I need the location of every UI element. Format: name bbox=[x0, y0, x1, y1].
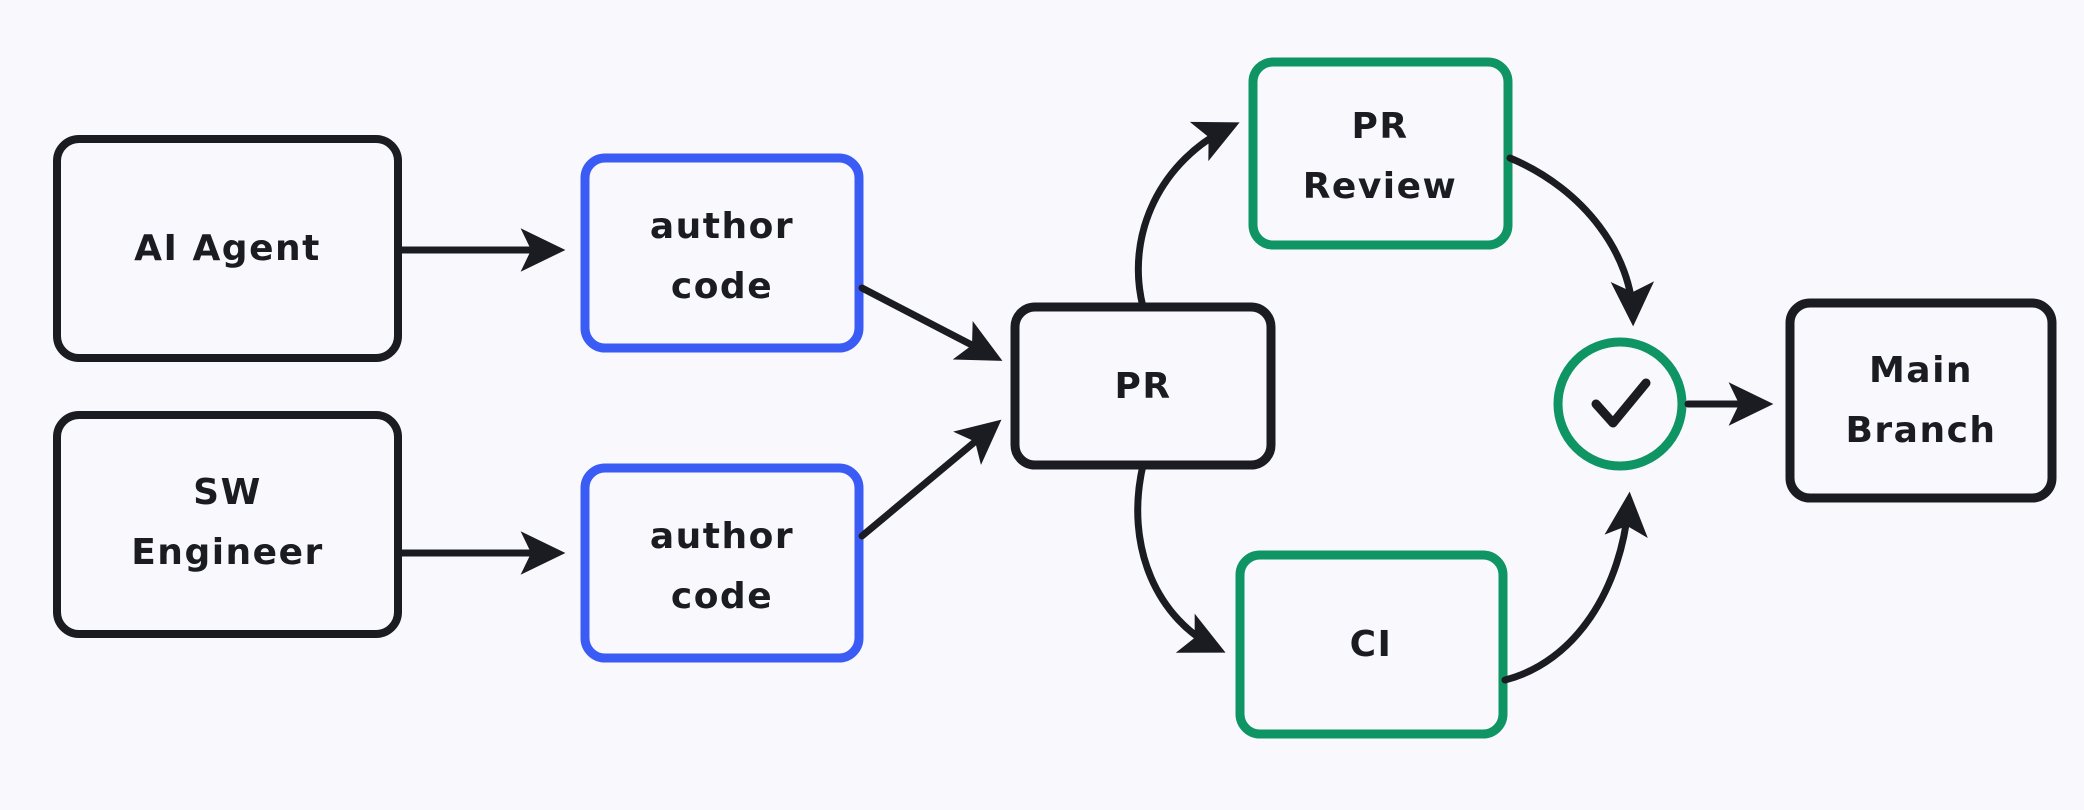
merge-check-badge[interactable] bbox=[1553, 337, 1687, 471]
check-circle[interactable] bbox=[1553, 337, 1687, 471]
edge-pr-to-pr-review bbox=[1134, 121, 1240, 311]
node-author-code-engineer-label-line1: author bbox=[650, 516, 794, 557]
node-sw-engineer-label-line2: Engineer bbox=[131, 532, 324, 573]
edge-pr-review-to-check bbox=[1506, 154, 1655, 327]
node-ci-label: CI bbox=[1350, 624, 1393, 665]
edge-pr-to-ci bbox=[1134, 461, 1226, 653]
edge-author-code-engineer-to-pr bbox=[858, 419, 1002, 540]
node-author-code-engineer-box[interactable] bbox=[580, 463, 864, 663]
node-author-code-engineer-label-line2: code bbox=[671, 576, 773, 617]
node-pr-label: PR bbox=[1114, 366, 1171, 407]
node-sw-engineer[interactable]: SW Engineer bbox=[53, 411, 402, 638]
node-main-branch-label-line1: Main bbox=[1869, 350, 1973, 391]
node-ci-box[interactable] bbox=[1235, 550, 1508, 739]
edge-layer-over bbox=[396, 154, 1774, 684]
edge-layer-under bbox=[1134, 121, 1240, 653]
node-pr-review-box[interactable] bbox=[1248, 57, 1513, 250]
node-author-code-agent-label-line1: author bbox=[650, 206, 794, 247]
node-pr[interactable]: PR bbox=[1010, 302, 1276, 470]
node-ci[interactable]: CI bbox=[1235, 550, 1508, 739]
node-author-code-engineer[interactable]: author code bbox=[580, 463, 864, 663]
node-sw-engineer-box[interactable] bbox=[53, 411, 402, 638]
node-pr-review-label-line2: Review bbox=[1303, 166, 1458, 207]
node-main-branch-box[interactable] bbox=[1785, 298, 2057, 503]
edge-ci-to-check bbox=[1501, 491, 1648, 684]
edge-author-code-agent-to-pr bbox=[858, 284, 1003, 361]
node-author-code-agent-label-line2: code bbox=[671, 266, 773, 307]
node-pr-review[interactable]: PR Review bbox=[1248, 57, 1513, 250]
node-sw-engineer-label-line1: SW bbox=[193, 472, 262, 513]
node-pr-review-label-line1: PR bbox=[1351, 106, 1408, 147]
node-ai-agent[interactable]: AI Agent bbox=[53, 135, 402, 362]
node-author-code-agent-box[interactable] bbox=[580, 153, 864, 353]
node-ai-agent-label: AI Agent bbox=[134, 228, 321, 269]
node-author-code-agent[interactable]: author code bbox=[580, 153, 864, 353]
check-icon bbox=[1591, 378, 1651, 428]
node-pr-box[interactable] bbox=[1010, 302, 1276, 470]
node-main-branch[interactable]: Main Branch bbox=[1785, 298, 2057, 503]
node-main-branch-label-line2: Branch bbox=[1845, 410, 1996, 451]
